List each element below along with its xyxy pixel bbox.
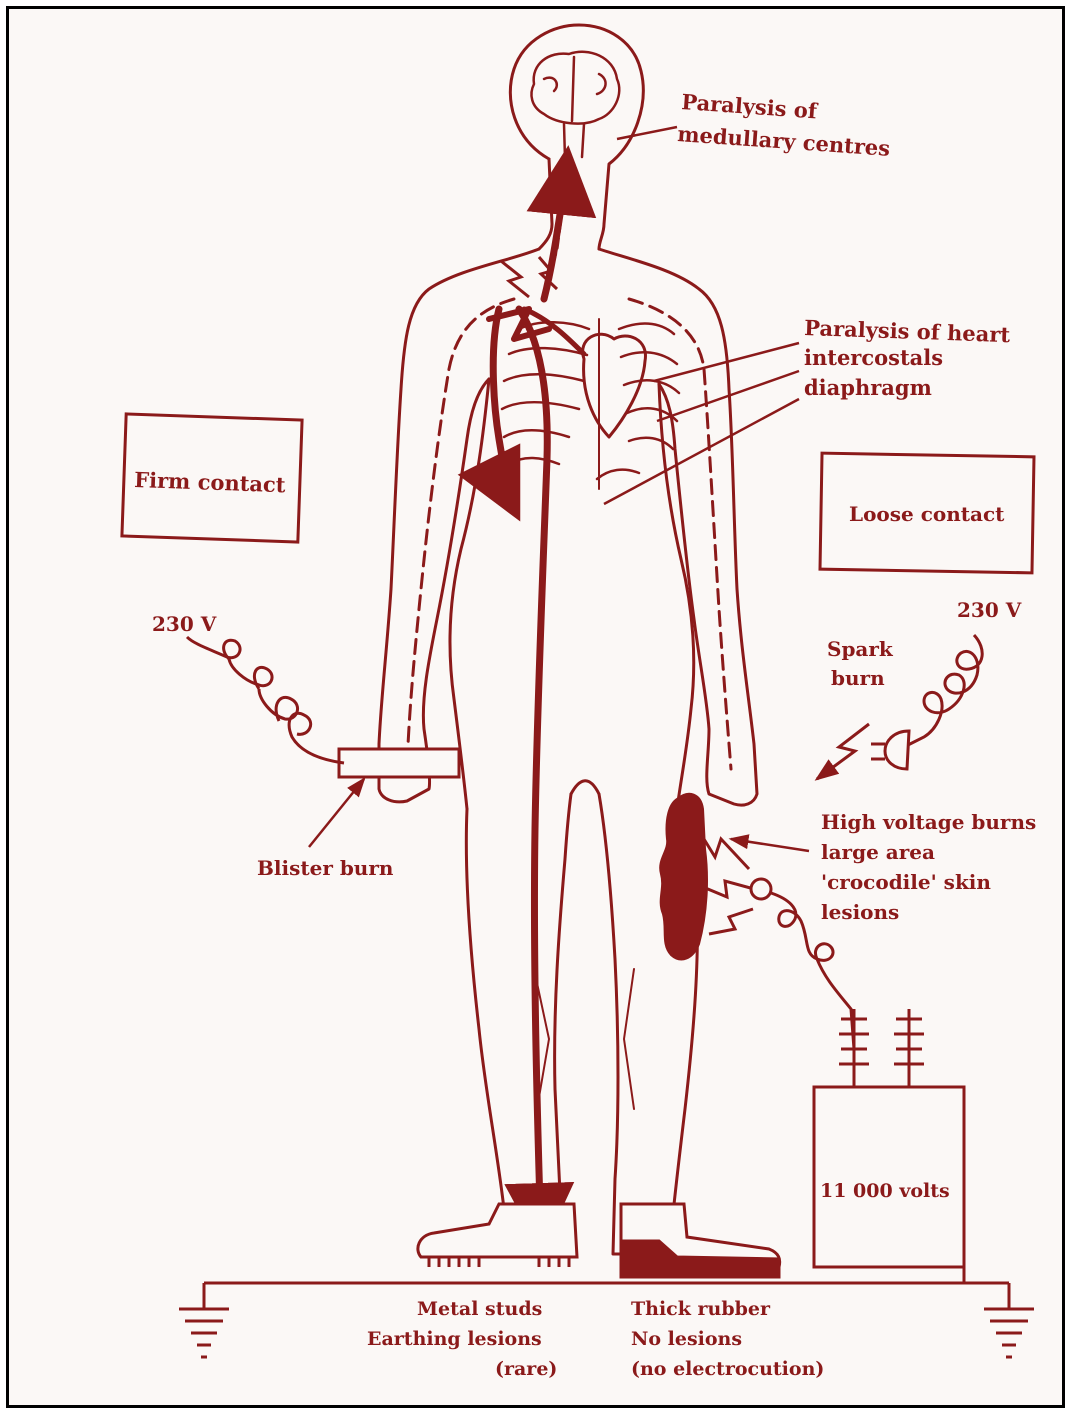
current-path-to-leg [519, 309, 547, 1239]
label-intercostals: intercostals [804, 345, 943, 370]
label-loose-contact: Loose contact [849, 502, 1005, 526]
label-earthing-lesions: Earthing lesions [367, 1328, 542, 1350]
label-no-electrocution: (no electrocution) [631, 1358, 824, 1380]
label-paralysis-heart: Paralysis of heart [804, 315, 1011, 347]
heart-organ [583, 334, 646, 437]
label-burn: burn [831, 666, 885, 690]
label-thick-rubber: Thick rubber [631, 1298, 771, 1320]
label-transformer-volts: 11 000 volts [820, 1180, 950, 1202]
diagram-frame: Paralysis of medullary centres Paralysis… [6, 6, 1065, 1408]
left-leg-outline [466, 794, 571, 1254]
ground-line [204, 1267, 1009, 1309]
torso-left-outline [450, 379, 489, 809]
earth-symbol-left-icon [179, 1309, 229, 1357]
leader-blister [309, 779, 364, 847]
label-large-area: large area [821, 840, 935, 864]
spark-burn-lightning-icon [817, 724, 869, 779]
label-spark: Spark [827, 637, 894, 661]
right-shoe-thick-rubber [621, 1204, 780, 1277]
label-blister-burn: Blister burn [257, 856, 394, 880]
left-cable-icon [187, 637, 459, 777]
label-voltage-right: 230 V [957, 598, 1022, 622]
electrical-injury-diagram: Paralysis of medullary centres Paralysis… [9, 9, 1062, 1405]
label-diaphragm: diaphragm [804, 375, 932, 400]
label-paralysis-medullary: Paralysis of [681, 89, 820, 124]
label-firm-contact: Firm contact [134, 467, 286, 497]
label-voltage-left: 230 V [152, 612, 217, 636]
label-metal-studs: Metal studs [417, 1298, 542, 1320]
handle-grip [339, 749, 459, 777]
label-high-voltage-burns: High voltage burns [821, 810, 1036, 834]
leader-diaphragm [604, 399, 799, 504]
label-crocodile-skin: 'crocodile' skin [821, 870, 991, 894]
left-shoe-metal-studs [418, 1204, 577, 1267]
leader-high-voltage [731, 839, 809, 851]
leader-medullary [617, 127, 677, 139]
label-rare: (rare) [495, 1358, 557, 1380]
earth-symbol-right-icon [984, 1309, 1034, 1357]
label-medullary-centres: medullary centres [677, 121, 891, 161]
plug-icon [885, 731, 909, 769]
human-figure-outline [379, 25, 757, 1254]
transformer-icon [814, 1009, 964, 1267]
label-lesions: lesions [821, 900, 899, 924]
brain-icon [531, 52, 619, 159]
high-voltage-burn-area [660, 794, 707, 960]
label-no-lesions: No lesions [631, 1328, 742, 1350]
right-arm-outline [599, 249, 757, 805]
